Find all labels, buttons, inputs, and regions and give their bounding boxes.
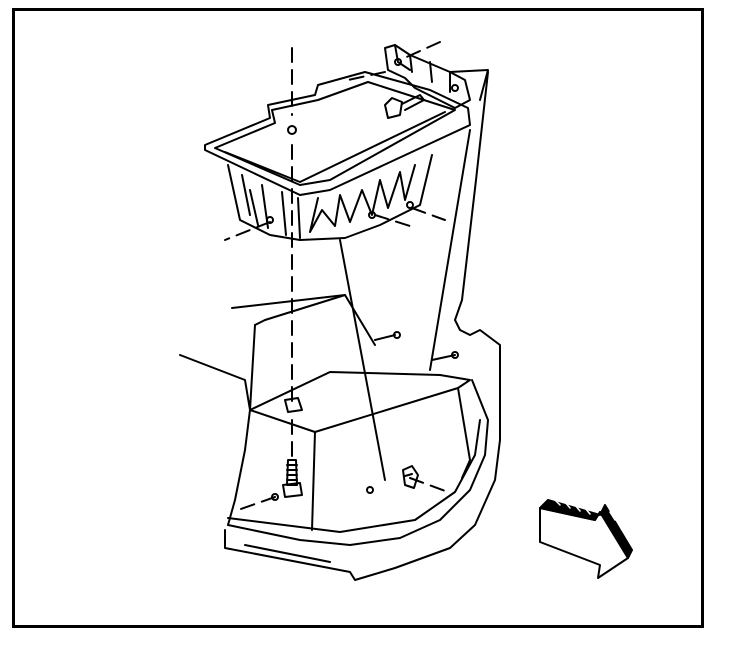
mount-frame-lines xyxy=(339,71,501,481)
nut-clip xyxy=(402,465,419,489)
lower-mount-housing xyxy=(179,294,501,581)
battery-tray xyxy=(204,71,471,241)
front-direction-arrow-icon xyxy=(539,499,633,579)
assembly-axis-lines xyxy=(224,41,449,511)
upper-bolt xyxy=(384,94,425,119)
upper-mount-bracket xyxy=(384,44,489,109)
vertical-bolt xyxy=(282,459,303,498)
